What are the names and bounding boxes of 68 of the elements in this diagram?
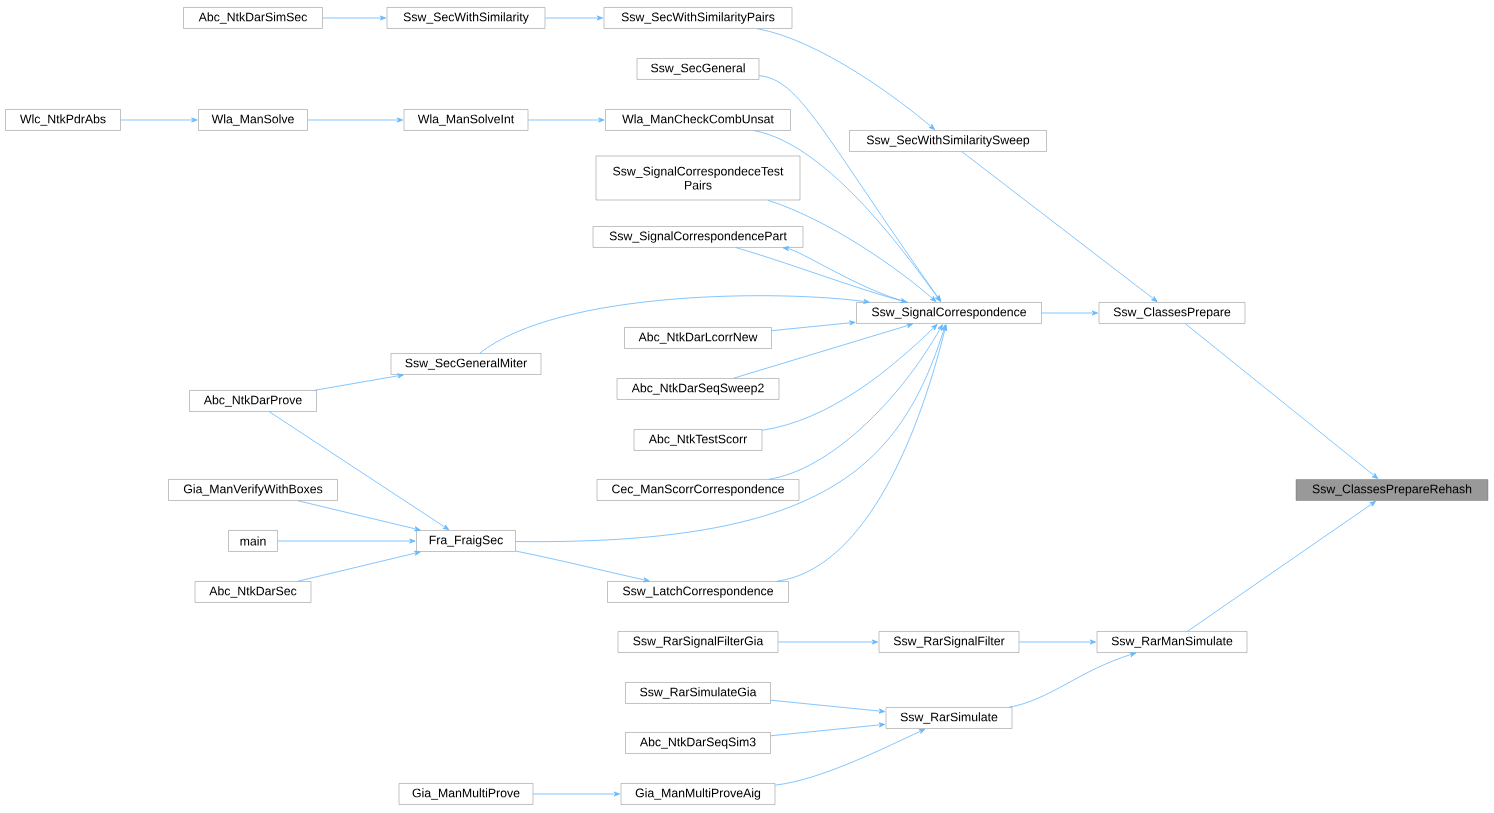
arrow	[277, 538, 416, 544]
function-box: Ssw_SecGeneral	[636, 58, 760, 80]
function-box: Gia_ManMultiProve	[398, 783, 534, 805]
arrow	[774, 728, 926, 786]
arrow	[961, 151, 1158, 302]
arrow	[770, 699, 886, 714]
function-box: Wla_ManCheckCombUnsat	[605, 109, 791, 131]
function-box: Ssw_RarSimulate	[885, 707, 1013, 729]
function-box: Ssw_ClassesPrepareRehash	[1295, 479, 1489, 501]
arrow	[532, 791, 621, 797]
arrow	[1184, 323, 1379, 479]
arrow	[297, 550, 421, 582]
function-box: main	[228, 530, 278, 552]
arrow	[770, 722, 886, 737]
arrow	[1008, 652, 1137, 708]
function-box: Ssw_SecGeneralMiter	[390, 353, 542, 375]
arrow	[1041, 310, 1099, 316]
function-box: Abc_NtkDarLcorrNew	[624, 327, 772, 349]
function-box: Fra_FraigSec	[416, 530, 516, 552]
function-box: Wla_ManSolve	[198, 109, 308, 131]
arrow	[544, 15, 604, 21]
arrow	[515, 550, 650, 583]
function-box: Ssw_RarSimulateGia	[625, 682, 771, 704]
arrow	[771, 320, 856, 332]
function-box: Ssw_SecWithSimilarity	[386, 7, 546, 29]
function-box: Ssw_ClassesPrepare	[1098, 302, 1246, 324]
function-box: Gia_ManVerifyWithBoxes	[168, 479, 338, 501]
arrow	[479, 295, 870, 354]
function-box: Ssw_SecWithSimilarityPairs	[603, 7, 793, 29]
function-box: Abc_NtkDarSeqSim3	[625, 732, 771, 754]
function-box: Wlc_NtkPdrAbs	[5, 109, 121, 131]
arrow	[120, 117, 198, 123]
arrow	[515, 324, 947, 542]
arrow	[776, 324, 948, 582]
function-box: Wla_ManSolveInt	[403, 109, 529, 131]
arrow	[322, 15, 387, 21]
arrow	[732, 323, 913, 379]
function-box: Ssw_SecWithSimilaritySweep	[849, 130, 1047, 152]
arrow	[756, 28, 935, 130]
function-box: Abc_NtkDarSeqSweep2	[616, 378, 780, 400]
arrow	[268, 411, 450, 531]
function-box: Abc_NtkTestScorr	[633, 429, 763, 451]
arrow	[767, 199, 937, 302]
function-box: Abc_NtkDarProve	[189, 390, 317, 412]
function-box: Abc_NtkDarSimSec	[183, 7, 323, 29]
function-box: Ssw_SignalCorrespondeceTest Pairs	[595, 155, 801, 201]
function-box: Ssw_RarSignalFilter	[878, 631, 1020, 653]
function-box: Cec_ManScorrCorrespondence	[596, 479, 800, 501]
arrow	[754, 130, 941, 302]
function-box: Ssw_RarSignalFilterGia	[617, 631, 779, 653]
arrow	[777, 639, 879, 645]
function-box: Ssw_SignalCorrespondence	[856, 302, 1042, 324]
function-box: Gia_ManMultiProveAig	[620, 783, 776, 805]
arrow	[735, 247, 907, 304]
arrow	[314, 373, 404, 391]
arrow	[768, 324, 943, 480]
function-box: Ssw_SignalCorrespondencePart	[592, 226, 804, 248]
arrow	[1187, 500, 1376, 632]
arrow	[758, 75, 942, 302]
function-box: Abc_NtkDarSec	[194, 581, 312, 603]
function-box: Ssw_LatchCorrespondence	[607, 581, 789, 603]
function-box: Ssw_RarManSimulate	[1096, 631, 1248, 653]
arrow	[761, 324, 938, 431]
arrow	[307, 117, 404, 123]
arrow	[1018, 639, 1097, 645]
arrow	[297, 500, 421, 532]
arrow	[527, 117, 605, 123]
arrow	[782, 246, 908, 303]
